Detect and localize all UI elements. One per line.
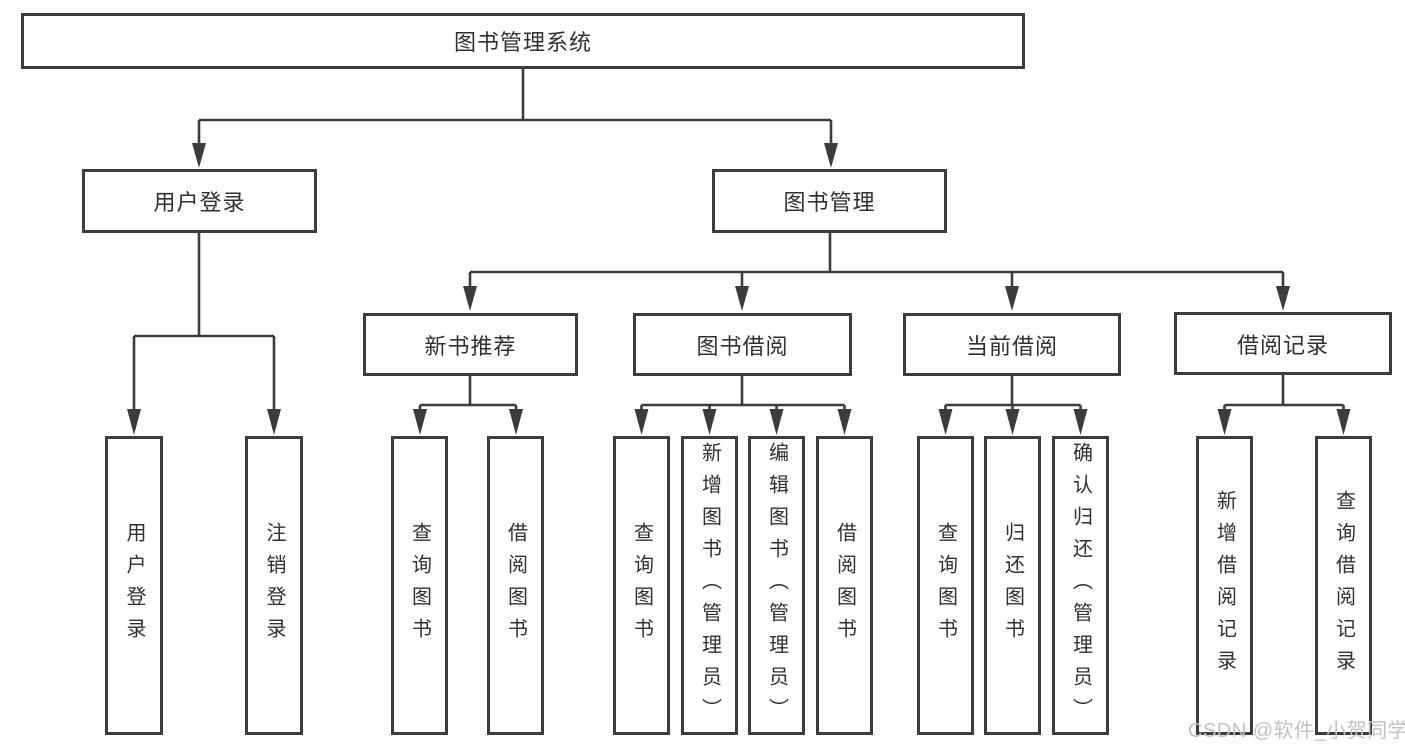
node-borrowing-records: 借阅记录 xyxy=(1174,312,1392,375)
watermark: CSDN @软件_小贺同学 xyxy=(1188,720,1405,742)
node-label: 用户登录 xyxy=(153,190,246,215)
node-book-borrowing: 图书借阅 xyxy=(633,313,852,376)
node-book-management: 图书管理 xyxy=(712,169,947,233)
leaf-query-books-2: 查询图书 xyxy=(613,436,670,735)
leaf-borrow-books-1: 借阅图书 xyxy=(487,436,544,735)
node-label: 借阅图书 xyxy=(833,521,856,650)
node-label: 图书管理 xyxy=(783,190,876,215)
leaf-add-books-admin: 新增图书（管理员） xyxy=(681,436,738,735)
node-label: 借阅记录 xyxy=(1236,332,1329,358)
leaf-confirm-return-admin: 确认归还（管理员） xyxy=(1052,436,1109,735)
node-label: 当前借阅 xyxy=(965,333,1058,359)
node-label: 查询图书 xyxy=(408,521,431,650)
node-label: 新增借阅记录 xyxy=(1213,489,1236,682)
node-label: 新增图书（管理员） xyxy=(698,441,721,730)
leaf-return-books: 归还图书 xyxy=(984,436,1041,735)
node-label: 借阅图书 xyxy=(504,521,527,650)
node-label: 用户登录 xyxy=(123,521,145,650)
leaf-query-borrow-record: 查询借阅记录 xyxy=(1315,436,1372,735)
leaf-add-borrow-record: 新增借阅记录 xyxy=(1196,436,1253,735)
node-library-management-system: 图书管理系统 xyxy=(21,13,1025,69)
leaf-query-books-1: 查询图书 xyxy=(391,436,448,735)
node-label: 确认归还（管理员） xyxy=(1069,441,1092,730)
node-label: 图书管理系统 xyxy=(453,30,592,55)
node-user-login: 用户登录 xyxy=(82,169,317,233)
leaf-query-books-3: 查询图书 xyxy=(917,436,974,735)
node-label: 图书借阅 xyxy=(696,333,789,359)
node-label: 查询图书 xyxy=(630,521,653,650)
node-new-book-recommend: 新书推荐 xyxy=(363,313,578,376)
node-label: 查询图书 xyxy=(934,521,957,650)
node-label: 查询借阅记录 xyxy=(1332,489,1355,682)
node-label: 归还图书 xyxy=(1001,521,1024,650)
leaf-edit-books-admin: 编辑图书（管理员） xyxy=(748,436,805,735)
leaf-borrow-books-2: 借阅图书 xyxy=(816,436,873,735)
node-label: 编辑图书（管理员） xyxy=(765,441,788,730)
leaf-user-login: 用户登录 xyxy=(105,436,163,735)
node-label: 注销登录 xyxy=(263,521,285,650)
node-label: 新书推荐 xyxy=(424,333,517,359)
leaf-logout: 注销登录 xyxy=(245,436,303,735)
node-current-borrowing: 当前借阅 xyxy=(903,313,1121,376)
